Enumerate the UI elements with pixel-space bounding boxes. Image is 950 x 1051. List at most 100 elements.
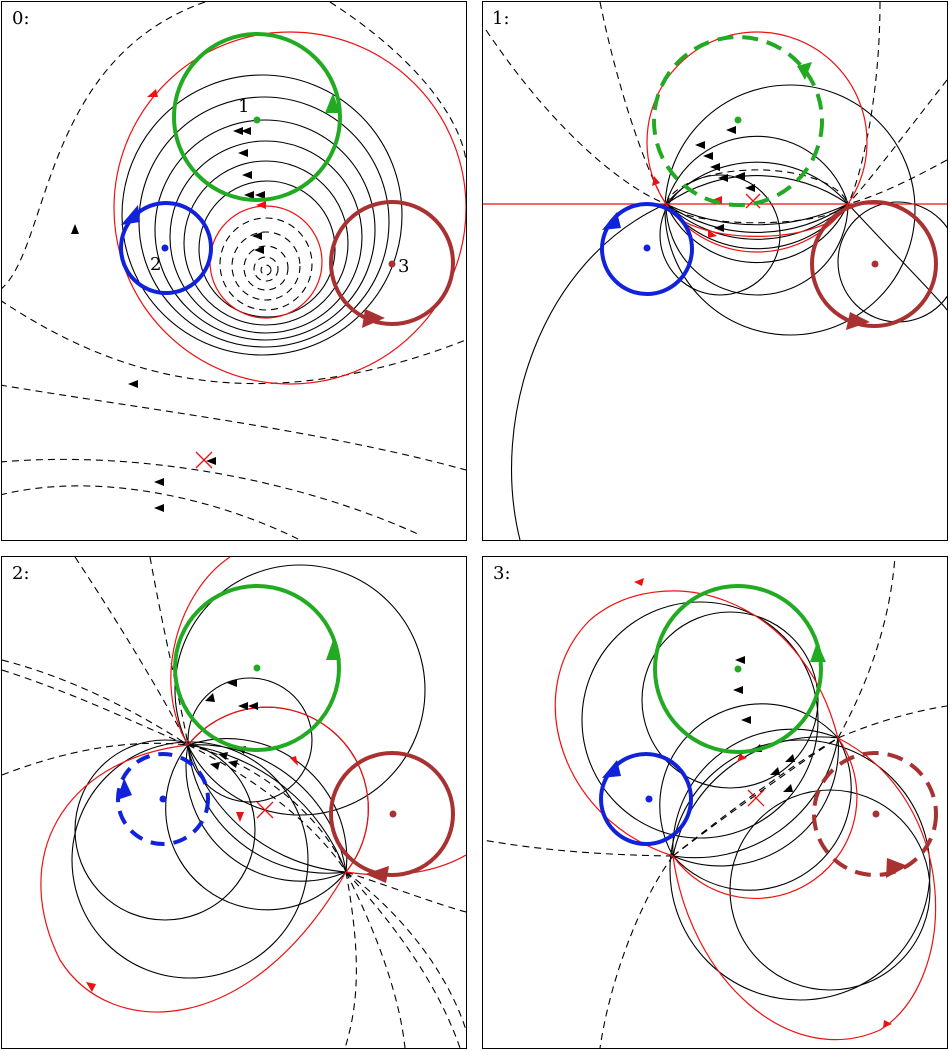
- vortex-circle-2: [600, 202, 694, 296]
- arrowhead-icon: [365, 866, 389, 883]
- arrowhead-icon: [886, 858, 908, 878]
- arrowhead-icon: [846, 312, 870, 330]
- panel-0-frame: [1, 1, 467, 541]
- vortex-center-3: [389, 810, 397, 818]
- vortex-circle-3: [329, 751, 455, 877]
- panel-2-flow-circle: [185, 744, 347, 882]
- panel-0-flow-circle: [154, 119, 376, 341]
- vortex-circle-3: [812, 751, 938, 877]
- panel-2: 2:: [1, 556, 467, 1049]
- panel-1-separatrix: [646, 31, 868, 253]
- arrowhead-icon: [242, 171, 252, 179]
- panel-3-flow-line: [672, 737, 839, 857]
- vortex-circle-1: [652, 35, 824, 207]
- arrowhead-icon: [733, 686, 743, 694]
- arrowhead-icon: [634, 578, 644, 586]
- panel-3-flow-circle: [729, 789, 931, 991]
- arrowhead-icon: [735, 172, 745, 180]
- panel-3-label: 3:: [493, 563, 511, 584]
- vortex-center-1: [734, 116, 742, 124]
- panel-1-flow-circle: [665, 203, 849, 296]
- arrowhead-icon: [236, 812, 244, 822]
- panel-1-flow-line: [847, 159, 947, 205]
- panel-2-flow-line: [2, 659, 189, 746]
- panel-0-flow-circle: [253, 256, 279, 282]
- panel-2-flow-line: [345, 871, 406, 1048]
- panel-2-flow-circle: [174, 564, 426, 816]
- panel-2-flow-line: [344, 871, 357, 1048]
- arrowhead-icon: [210, 762, 220, 770]
- vortex-center-3: [871, 260, 879, 268]
- arrowhead-icon: [71, 224, 79, 234]
- panel-0: 1 2 3 0:: [1, 1, 467, 541]
- panel-2-flow-line: [345, 871, 466, 913]
- point-label-3: 3: [398, 256, 409, 277]
- panel-1-flow-circle: [665, 203, 849, 264]
- arrowhead-icon: [128, 380, 138, 388]
- arrowhead-icon: [248, 702, 258, 710]
- arrowhead-icon: [797, 62, 812, 80]
- panel-2-separatrix: [40, 744, 347, 1013]
- arrowhead-icon: [810, 642, 826, 662]
- arrowhead-icon: [255, 191, 265, 199]
- panel-3-separatrix: [672, 737, 858, 899]
- arrowhead-icon: [602, 760, 621, 778]
- arrowhead-icon: [745, 184, 755, 192]
- panel-0-flow-line: [329, 2, 466, 161]
- panel-0-flow-line: [2, 300, 466, 385]
- point-label-1: 1: [238, 96, 249, 117]
- arrowhead-icon: [703, 152, 713, 160]
- vortex-center-2: [159, 795, 167, 803]
- arrowhead-icon: [714, 224, 724, 232]
- panel-3-flow-line: [837, 557, 896, 739]
- panel-0-flow-line: [2, 458, 421, 536]
- vortex-center-2: [645, 795, 653, 803]
- vortex-circle-3: [810, 200, 938, 328]
- panel-2-flow-circle: [165, 744, 347, 911]
- panel-1-flow-line: [847, 2, 881, 205]
- arrowhead-icon: [726, 126, 736, 134]
- vortex-center-3: [388, 260, 396, 268]
- arrowhead-icon: [883, 1020, 892, 1028]
- vortex-center-3: [872, 810, 880, 818]
- panel-1-flow-circle: [665, 175, 849, 205]
- panel-2-separatrix: [170, 557, 231, 746]
- red-cross-icon: [747, 789, 765, 807]
- panel-3-flow-circle: [581, 601, 819, 839]
- panel-1-flow-line: [847, 203, 947, 311]
- panel-3-separatrix: [672, 737, 937, 1041]
- arrowhead-icon: [770, 767, 780, 775]
- panel-1-flow-circle: [665, 203, 849, 226]
- arrowhead-icon: [205, 693, 215, 702]
- arrowhead-icon: [206, 457, 216, 465]
- panel-0-flow-circle: [219, 217, 313, 311]
- panel-3-flow-circle: [641, 611, 819, 789]
- panel-1: 1:: [482, 1, 948, 541]
- point-label-2: 2: [150, 254, 161, 275]
- arrowhead-icon: [785, 754, 795, 762]
- arrowhead-icon: [238, 149, 248, 157]
- arrowhead-icon: [718, 174, 728, 182]
- arrowhead-icon: [710, 163, 720, 171]
- panel-2-flow-line: [187, 744, 347, 873]
- panel-0-flow-circle: [183, 160, 349, 326]
- panel-0-flow-circle: [231, 231, 301, 301]
- arrowhead-icon: [227, 679, 237, 687]
- arrowhead-icon: [254, 246, 264, 254]
- arrowhead-icon: [238, 702, 248, 710]
- panel-0-flow-circle: [169, 140, 363, 334]
- panel-2-flow-circle: [187, 744, 347, 873]
- panel-2-flow-line: [345, 871, 466, 1031]
- arrowhead-icon: [228, 760, 238, 768]
- arrowhead-icon: [326, 640, 341, 660]
- arrowhead-icon: [154, 504, 164, 512]
- vortex-center-2: [643, 244, 651, 252]
- panel-3-flow-circle: [669, 739, 931, 1001]
- arrowhead-icon: [741, 716, 751, 724]
- arrowhead-icon: [737, 754, 747, 762]
- panel-2-flow-circle: [187, 744, 347, 874]
- arrowhead-icon: [695, 141, 705, 149]
- arrowhead-icon: [735, 656, 745, 664]
- arrowhead-icon: [290, 756, 298, 766]
